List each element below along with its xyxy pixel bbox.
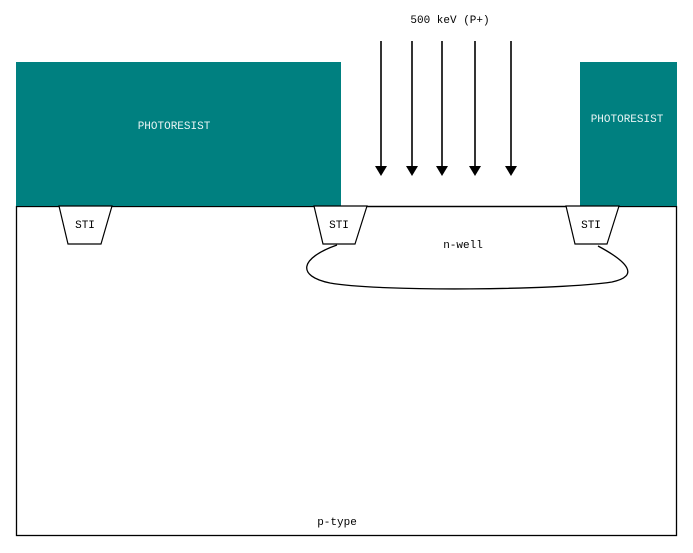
sti-middle-shape xyxy=(313,205,368,245)
implant-arrow xyxy=(436,41,448,176)
sti-middle: STI xyxy=(313,205,368,245)
p-type-substrate: p-type xyxy=(15,205,678,537)
implant-arrow xyxy=(406,41,418,176)
sti-middle-label: STI xyxy=(329,220,349,232)
implant-arrow xyxy=(469,41,481,176)
n-well-label: n-well xyxy=(443,240,483,252)
substrate-label: p-type xyxy=(317,517,357,529)
sti-left-label: STI xyxy=(75,220,95,232)
sti-left-shape xyxy=(58,205,113,245)
photoresist-right-block xyxy=(580,62,677,206)
arrow-head-icon xyxy=(505,166,517,176)
photoresist-right: PHOTORESIST xyxy=(580,62,677,206)
implant-label: 500 keV (P+) xyxy=(410,15,489,27)
photoresist-left: PHOTORESIST xyxy=(16,62,341,206)
sti-right-label: STI xyxy=(581,220,601,232)
photoresist-left-label: PHOTORESIST xyxy=(138,121,211,133)
photoresist-left-block xyxy=(16,62,341,206)
photoresist-right-label: PHOTORESIST xyxy=(591,114,664,126)
arrow-head-icon xyxy=(469,166,481,176)
implant-arrows xyxy=(375,41,517,176)
arrow-head-icon xyxy=(436,166,448,176)
implant-arrow xyxy=(375,41,387,176)
arrow-head-icon xyxy=(375,166,387,176)
n-well-region: n-well xyxy=(306,240,629,290)
n-well-outline xyxy=(306,244,629,290)
sti-right: STI xyxy=(565,205,620,245)
substrate-outline xyxy=(15,205,678,537)
sti-right-shape xyxy=(565,205,620,245)
arrow-head-icon xyxy=(406,166,418,176)
sti-left: STI xyxy=(58,205,113,245)
implant-arrow xyxy=(505,41,517,176)
